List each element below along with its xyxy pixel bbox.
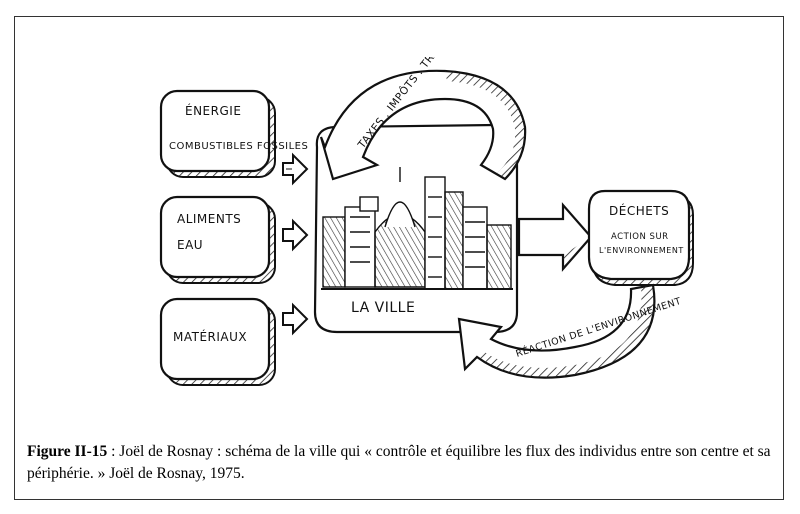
- input-arrow-1: [282, 152, 309, 186]
- output-line2: L'ENVIRONNEMENT: [599, 246, 684, 255]
- output-line1: ACTION SUR: [611, 232, 669, 242]
- output-box-dechets: DÉCHETS ACTION SUR L'ENVIRONNEMENT: [587, 189, 694, 286]
- caption-text: : Joël de Rosnay : schéma de la ville qu…: [27, 443, 771, 482]
- figure-caption: Figure II-15 : Joël de Rosnay : schéma d…: [27, 441, 777, 485]
- input-arrow-2: [282, 218, 309, 252]
- input-label-aliments-line2: EAU: [177, 238, 203, 252]
- input-label-aliments-line1: ALIMENTS: [177, 212, 241, 226]
- caption-label: Figure II-15: [27, 443, 108, 460]
- figure-frame: ÉNERGIE COMBUSTIBLES FOSSILES ALIMENTS E…: [14, 16, 784, 500]
- input-label-materiaux: MATÉRIAUX: [173, 329, 247, 344]
- input-label-energie-line2: COMBUSTIBLES FOSSILES: [169, 141, 308, 152]
- input-box-energie: ÉNERGIE COMBUSTIBLES FOSSILES: [159, 89, 308, 178]
- city-skyline: [321, 167, 513, 290]
- output-title: DÉCHETS: [609, 203, 669, 218]
- input-box-aliments: ALIMENTS EAU: [159, 195, 276, 284]
- input-arrow-3: [282, 302, 309, 336]
- input-box-materiaux: MATÉRIAUX: [159, 297, 276, 386]
- output-arrow: [517, 202, 593, 272]
- city-label: LA VILLE: [351, 300, 415, 316]
- input-label-energie-line1: ÉNERGIE: [185, 103, 241, 118]
- city-flow-diagram: ÉNERGIE COMBUSTIBLES FOSSILES ALIMENTS E…: [159, 57, 694, 386]
